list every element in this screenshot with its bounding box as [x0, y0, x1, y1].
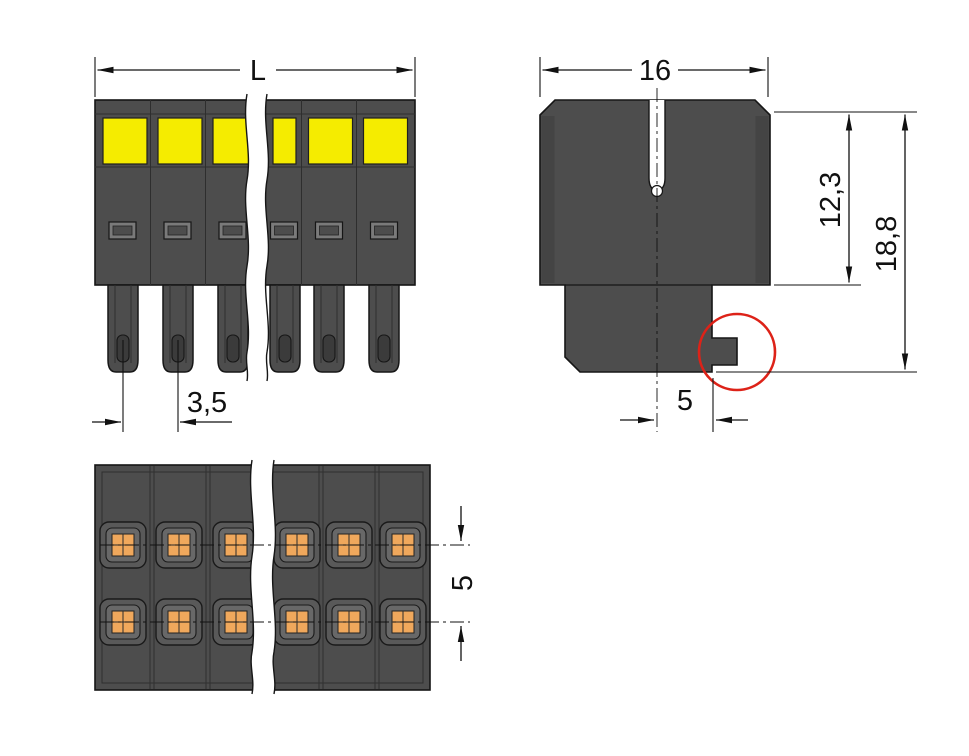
- dim-label-height-upper: 12,3: [815, 172, 847, 228]
- push-button: [307, 117, 354, 165]
- latch-window: [108, 221, 137, 240]
- plug-leg: [368, 284, 400, 373]
- dim-label-height-total: 18,8: [871, 216, 903, 272]
- dim-label-center-offset: 5: [677, 385, 693, 417]
- push-button: [272, 117, 297, 165]
- latch-window: [163, 221, 192, 240]
- dim-row-spacing: 5: [447, 506, 479, 661]
- red-highlight-circle: [697, 312, 777, 392]
- latch-window: [218, 221, 247, 240]
- plug-leg: [217, 284, 249, 373]
- dim-center-offset: 5: [620, 378, 748, 432]
- dim-width: 16: [539, 55, 769, 97]
- side-body: [539, 99, 771, 373]
- dim-height-total: 18,8: [716, 114, 917, 373]
- bottom-view: 5: [94, 459, 479, 695]
- break-lines: [244, 93, 270, 382]
- push-button: [362, 117, 409, 165]
- latch-window: [269, 221, 299, 240]
- latch-window: [314, 221, 344, 240]
- front-view: L 3,5: [92, 55, 416, 432]
- pole-separators: [149, 466, 380, 689]
- dim-label-row-spacing: 5: [447, 575, 479, 591]
- push-button: [157, 117, 203, 165]
- plug-leg: [313, 284, 345, 373]
- latch-window: [369, 221, 399, 240]
- dim-pitch: 3,5: [92, 340, 232, 432]
- dim-label-overall-length: L: [250, 55, 266, 87]
- side-view: 16 12,3 18,8 5: [539, 55, 917, 432]
- dim-label-pitch: 3,5: [187, 387, 227, 419]
- dim-height-upper: 12,3: [774, 111, 917, 286]
- break-lines: [249, 459, 277, 695]
- dim-label-width: 16: [639, 55, 671, 87]
- push-button: [102, 117, 148, 165]
- dim-overall-length: L: [94, 55, 416, 97]
- plug-leg: [269, 284, 301, 373]
